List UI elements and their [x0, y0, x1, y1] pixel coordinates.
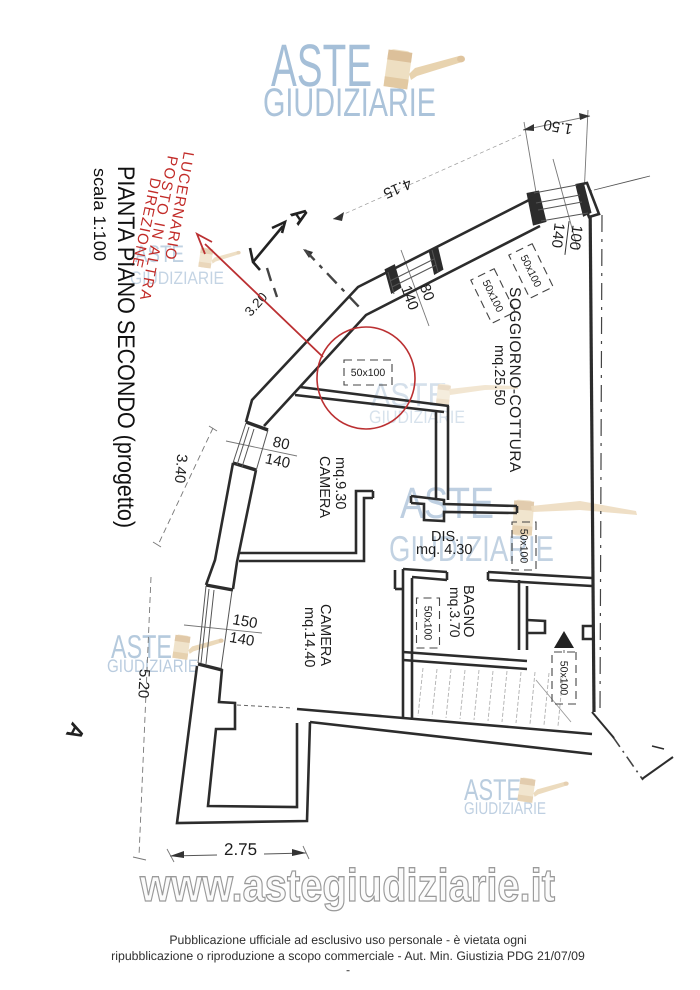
svg-text:80: 80: [416, 282, 438, 303]
svg-text:3.40: 3.40: [171, 453, 190, 484]
svg-text:ASTE: ASTE: [464, 774, 521, 807]
svg-text:scala 1:100: scala 1:100: [90, 168, 109, 261]
svg-text:CAMERA: CAMERA: [316, 456, 332, 518]
svg-text:50x100: 50x100: [422, 606, 434, 641]
svg-text:2.75: 2.75: [224, 840, 257, 859]
svg-text:mq.9.30: mq.9.30: [332, 457, 348, 509]
svg-text:mq.14.40: mq.14.40: [301, 607, 317, 667]
svg-text:ripubblicazione o riproduzione: ripubblicazione o riproduzione a scopo c…: [111, 949, 585, 963]
svg-text:50x100: 50x100: [351, 367, 386, 379]
svg-text:1.50: 1.50: [542, 116, 574, 138]
svg-text:CAMERA: CAMERA: [317, 604, 333, 666]
svg-text:140: 140: [228, 629, 256, 650]
svg-text:www.astegiudiziarie.it: www.astegiudiziarie.it: [139, 859, 555, 911]
svg-text:Pubblicazione ufficiale ad esc: Pubblicazione ufficiale ad esclusivo uso…: [169, 933, 526, 947]
svg-text:4.15: 4.15: [381, 175, 415, 202]
svg-text:PIANTA PIANO SECONDO (progetto: PIANTA PIANO SECONDO (progetto): [112, 166, 139, 528]
svg-text:ASTE: ASTE: [111, 628, 172, 665]
svg-text:-: -: [346, 963, 350, 977]
svg-text:A: A: [61, 719, 91, 745]
svg-text:SOGGIORNO-COTTURA: SOGGIORNO-COTTURA: [506, 287, 523, 473]
svg-text:5.20: 5.20: [134, 669, 153, 699]
svg-text:100: 100: [566, 224, 586, 251]
svg-text:80: 80: [271, 434, 291, 454]
svg-text:50x100: 50x100: [558, 661, 570, 696]
svg-text:mq. 4.30: mq. 4.30: [416, 542, 472, 558]
svg-text:140: 140: [548, 222, 568, 249]
svg-text:BAGNO: BAGNO: [460, 585, 476, 637]
svg-text:140: 140: [264, 450, 292, 472]
svg-text:DIS.: DIS.: [431, 529, 459, 545]
svg-text:GIUDIZIARIE: GIUDIZIARIE: [107, 656, 198, 676]
svg-text:mq.3.70: mq.3.70: [447, 587, 463, 638]
svg-text:150: 150: [231, 611, 259, 632]
svg-text:A: A: [285, 202, 315, 229]
svg-text:ASTE: ASTE: [271, 32, 372, 99]
svg-text:GIUDIZIARIE: GIUDIZIARIE: [130, 268, 224, 288]
svg-text:GIUDIZIARIE: GIUDIZIARIE: [263, 81, 436, 125]
svg-text:mq.25.50: mq.25.50: [491, 345, 507, 405]
svg-text:ASTE: ASTE: [135, 241, 184, 268]
svg-text:GIUDIZIARIE: GIUDIZIARIE: [464, 799, 546, 818]
svg-text:50x100: 50x100: [518, 529, 530, 564]
